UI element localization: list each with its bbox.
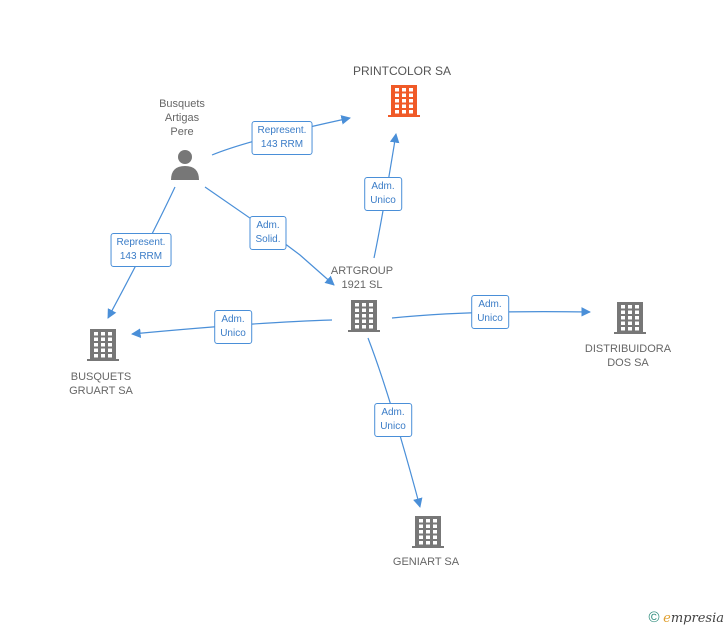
brand-logo: empresia: [663, 611, 724, 626]
node-label-distribuidora[interactable]: DISTRIBUIDORA DOS SA: [585, 342, 671, 370]
node-label-line: BUSQUETS: [70, 371, 132, 383]
edge-label[interactable]: Adm. Unico: [364, 177, 402, 211]
building-icon[interactable]: [348, 300, 380, 332]
edge-label-line: Unico: [220, 328, 246, 339]
edge-label-line: Unico: [370, 195, 396, 206]
edge-label[interactable]: Represent. 143 RRM: [110, 233, 172, 267]
node-label-line: Busquets: [159, 98, 205, 110]
edge-label-line: Unico: [477, 313, 503, 324]
edge-label-line: 143 RRM: [260, 139, 304, 150]
building-icon[interactable]: [412, 516, 444, 548]
edge-label[interactable]: Adm. Unico: [471, 295, 509, 329]
edge-label-line: Adm.: [381, 407, 405, 418]
building-icon[interactable]: [388, 85, 420, 117]
edge-label-line: Adm.: [371, 181, 395, 192]
edge-label-line: Unico: [380, 421, 406, 432]
edge-label-line: Adm.: [478, 299, 502, 310]
edge-label-line: Solid.: [255, 234, 281, 245]
edge-label-line: Adm.: [221, 314, 245, 325]
edge-label-line: Represent.: [116, 237, 166, 248]
node-label-line: DOS SA: [607, 357, 649, 369]
building-icon[interactable]: [87, 329, 119, 361]
building-icon[interactable]: [614, 302, 646, 334]
node-label-line: GRUART SA: [69, 385, 133, 397]
edge-label[interactable]: Adm. Unico: [214, 310, 252, 344]
edge-label[interactable]: Adm. Solid.: [249, 216, 287, 250]
footer-brand: © empresia: [648, 609, 724, 626]
node-label-line: DISTRIBUIDORA: [584, 343, 672, 355]
node-label-busquets_gruart[interactable]: BUSQUETS GRUART SA: [69, 370, 133, 398]
node-label-line: PRINTCOLOR SA: [352, 64, 452, 78]
copyright-icon: ©: [648, 609, 660, 626]
edge-label[interactable]: Represent. 143 RRM: [251, 121, 313, 155]
edge-label-line: Represent.: [257, 125, 307, 136]
node-label-artgroup[interactable]: ARTGROUP 1921 SL: [331, 264, 393, 292]
node-label-line: Artigas: [164, 112, 200, 124]
edge-label[interactable]: Adm. Unico: [374, 403, 412, 437]
node-label-line: ARTGROUP: [330, 265, 394, 277]
node-label-line: 1921 SL: [341, 279, 383, 291]
node-label-geniart[interactable]: GENIART SA: [393, 555, 459, 569]
node-label-printcolor[interactable]: PRINTCOLOR SA: [353, 64, 451, 78]
edge-label-line: 143 RRM: [119, 251, 163, 262]
edge-label-line: Adm.: [256, 220, 280, 231]
node-label-line: Pere: [170, 126, 194, 138]
node-label-line: GENIART SA: [392, 556, 460, 568]
person-icon[interactable]: [171, 150, 199, 180]
